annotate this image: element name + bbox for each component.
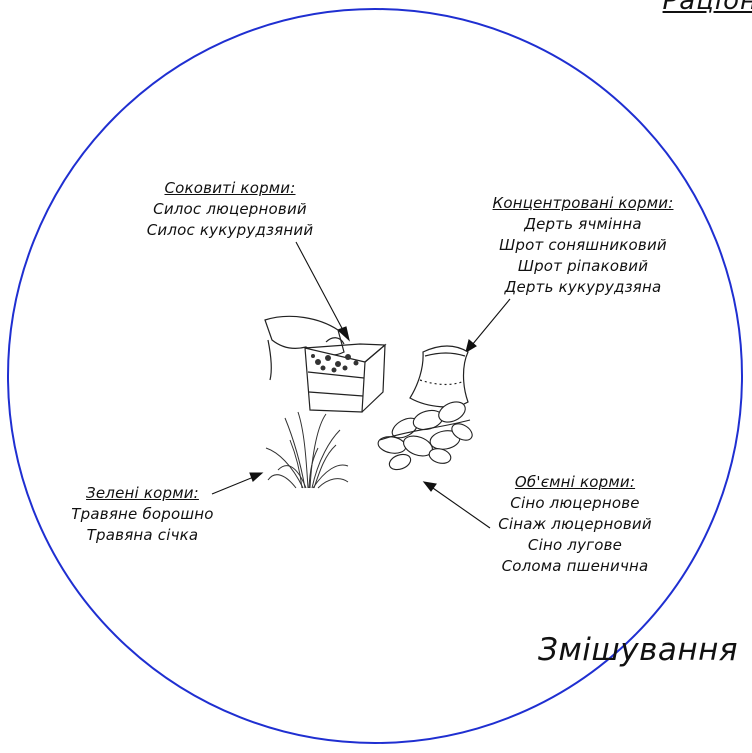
feed-sack-icon xyxy=(410,346,468,407)
arrow-concentrate xyxy=(472,299,510,345)
ration-title: Раціон xyxy=(663,0,752,16)
green-feeds-label: Зелені корми: Травяне борошно Травяна сі… xyxy=(60,483,225,546)
concentrate-item: Дерть ячмінна xyxy=(478,214,688,235)
concentrate-heading: Концентровані корми: xyxy=(478,193,688,214)
silage-box-icon xyxy=(265,316,385,412)
arrow-bulk xyxy=(430,486,490,528)
bulk-item: Солома пшенична xyxy=(485,556,665,577)
green-item: Травяна січка xyxy=(60,525,225,546)
succulent-item: Силос кукурудзяний xyxy=(140,220,320,241)
bulk-feeds-label: Об'ємні корми: Сіно люцернове Сінаж люце… xyxy=(485,472,665,577)
bulk-heading: Об'ємні корми: xyxy=(485,472,665,493)
green-item: Травяне борошно xyxy=(60,504,225,525)
bulk-item: Сіно люцернове xyxy=(485,493,665,514)
concentrate-item: Шрот соняшниковий xyxy=(478,235,688,256)
concentrate-feeds-label: Концентровані корми: Дерть ячмінна Шрот … xyxy=(478,193,688,298)
succulent-item: Силос люцерновий xyxy=(140,199,320,220)
bulk-item: Сіно лугове xyxy=(485,535,665,556)
concentrate-item: Дерть кукурудзяна xyxy=(478,277,688,298)
hay-leaves-icon xyxy=(377,398,475,472)
succulent-feeds-label: Соковиті корми: Силос люцерновий Силос к… xyxy=(140,178,320,241)
concentrate-item: Шрот ріпаковий xyxy=(478,256,688,277)
bulk-item: Сінаж люцерновий xyxy=(485,514,665,535)
grass-tuft-icon xyxy=(266,412,348,488)
mixing-stage-label: Змішування xyxy=(538,632,738,668)
succulent-heading: Соковиті корми: xyxy=(140,178,320,199)
green-heading: Зелені корми: xyxy=(60,483,225,504)
